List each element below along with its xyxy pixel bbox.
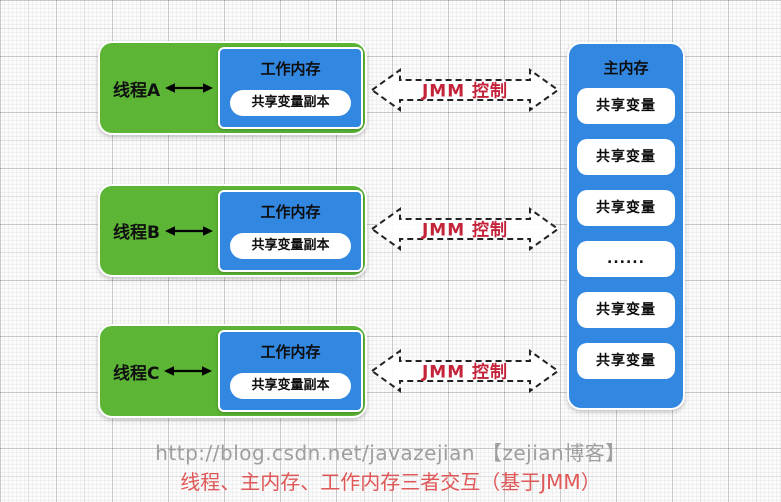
- shared-variable-slot: 共享变量: [577, 292, 675, 328]
- jmm-double-arrow-icon: [370, 68, 560, 112]
- main-memory-title: 主内存: [603, 59, 649, 77]
- source-url-caption: http://blog.csdn.net/javazejian 【zejian博…: [155, 441, 626, 465]
- thread-b-label: 线程B: [113, 223, 160, 243]
- thread-a-label: 线程A: [113, 80, 161, 101]
- diagram-subtitle: 线程、主内存、工作内存三者交互（基于JMM）: [180, 470, 601, 494]
- shared-variable-copy: 共享变量副本: [230, 373, 351, 399]
- jmm-control-arrow-b: JMM 控制: [368, 206, 562, 252]
- jmm-control-label: JMM 控制: [421, 362, 509, 383]
- jmm-control-arrow-c: JMM 控制: [368, 348, 562, 394]
- jmm-control-arrow-a: JMM 控制: [368, 67, 562, 113]
- working-memory-title: 工作内存: [260, 202, 321, 221]
- bidirectional-arrow-icon: [165, 83, 214, 93]
- shared-variable-slot: 共享变量: [577, 88, 675, 124]
- bidirectional-arrow-icon: [164, 225, 213, 236]
- working-memory-title: 工作内存: [260, 60, 321, 78]
- jmm-control-label: JMM 控制: [421, 220, 509, 241]
- working-memory-title: 工作内存: [260, 343, 321, 361]
- working-memory-box: 工作内存 共享变量副本: [218, 189, 363, 272]
- jmm-control-label: JMM 控制: [421, 81, 509, 102]
- thread-b-block: 线程B 工作内存 共享变量副本: [98, 184, 367, 277]
- working-memory-box: 工作内存 共享变量副本: [218, 330, 363, 412]
- working-memory-box: 工作内存 共享变量副本: [218, 47, 363, 129]
- thread-a-block: 线程A 工作内存 共享变量副本: [98, 41, 367, 135]
- shared-variable-slot: 共享变量: [577, 343, 675, 379]
- jmm-double-arrow-icon: [370, 349, 560, 393]
- thread-c-block: 线程C 工作内存 共享变量副本: [98, 324, 367, 418]
- main-memory-box: 主内存 共享变量 共享变量 共享变量 ...... 共享变量 共享变量: [567, 42, 685, 410]
- main-memory-slots: 共享变量 共享变量 共享变量 ...... 共享变量 共享变量: [569, 88, 683, 379]
- jmm-double-arrow-icon: [370, 207, 560, 251]
- ellipsis-slot: ......: [577, 241, 675, 277]
- shared-variable-copy: 共享变量副本: [230, 232, 351, 259]
- thread-c-label: 线程C: [113, 363, 160, 384]
- bidirectional-arrow-icon: [164, 366, 213, 376]
- shared-variable-slot: 共享变量: [577, 190, 675, 226]
- shared-variable-slot: 共享变量: [577, 139, 675, 175]
- shared-variable-copy: 共享变量副本: [230, 90, 351, 116]
